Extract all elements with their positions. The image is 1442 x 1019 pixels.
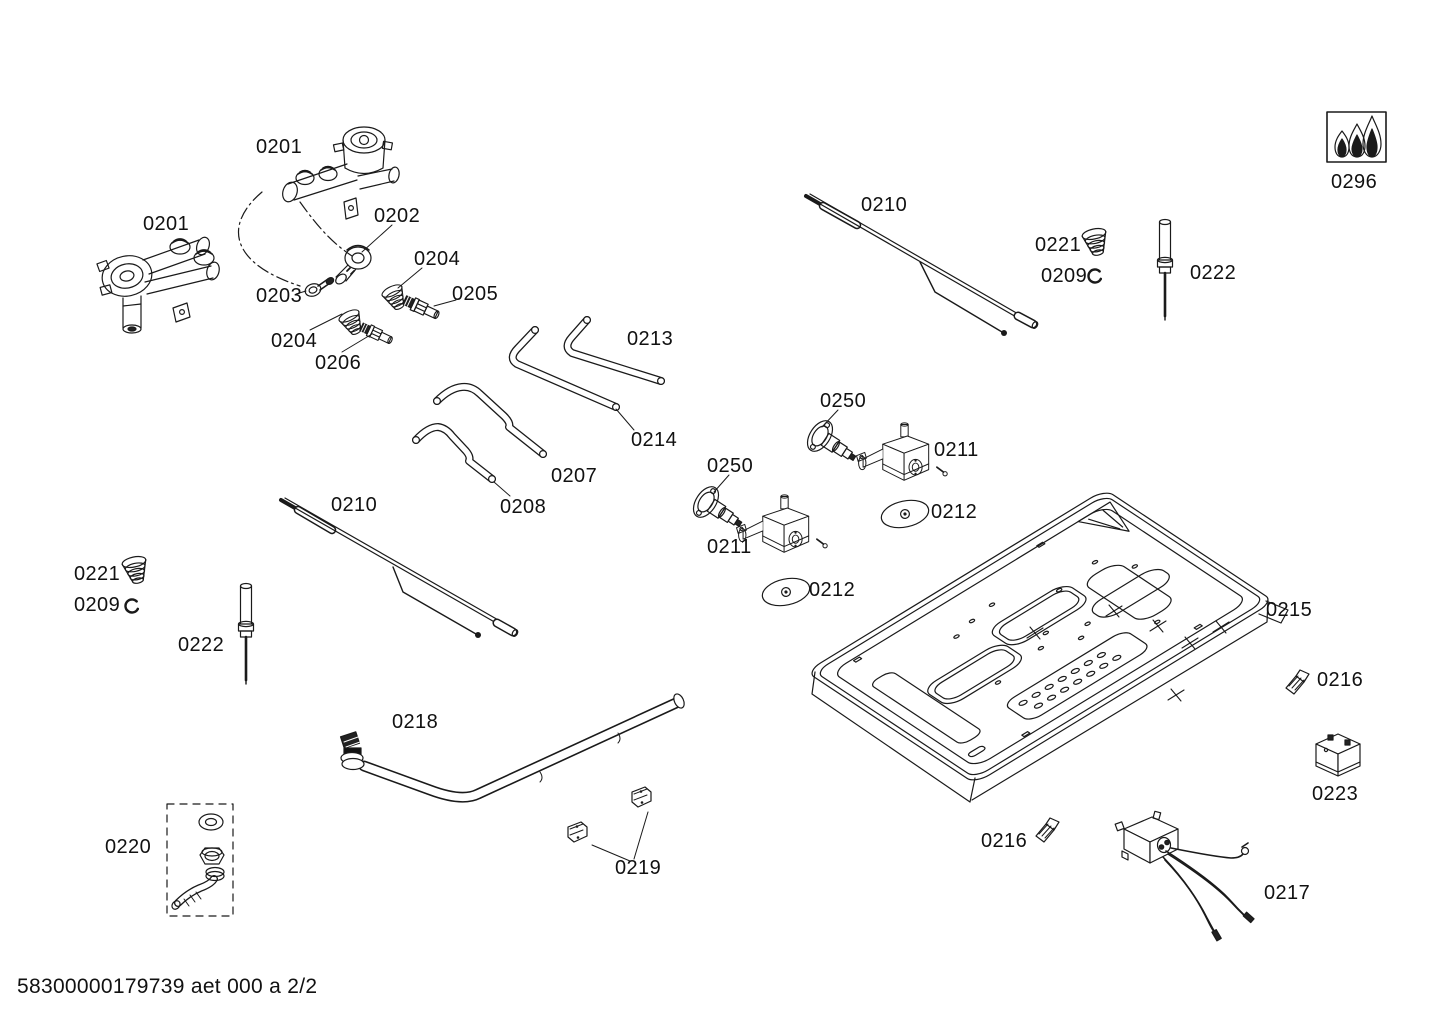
part-label-0210-right: 0210 (861, 194, 908, 216)
transformer-0223 (1315, 733, 1361, 777)
clip-0219-a (567, 821, 588, 843)
part-label-0209-right: 0209 (1041, 265, 1088, 287)
part-label-0202: 0202 (374, 205, 421, 227)
part-label-0218: 0218 (392, 711, 439, 733)
screw-0203 (304, 277, 335, 297)
base-tray-0215 (806, 489, 1288, 802)
part-label-0250-top: 0250 (820, 390, 867, 412)
part-label-0219: 0219 (615, 857, 662, 879)
part-label-0221-right: 0221 (1035, 234, 1082, 256)
part-label-0203: 0203 (256, 285, 303, 307)
circlip-0209-right (1087, 268, 1104, 284)
part-label-0222-left: 0222 (178, 634, 225, 656)
injector-0206 (358, 320, 395, 347)
igniter-0250-top (801, 415, 865, 474)
leader-lines (295, 224, 839, 862)
ignition-unit-0217 (1114, 810, 1255, 942)
part-label-0213: 0213 (627, 328, 674, 350)
pipe-0218 (339, 693, 685, 803)
part-label-0211-bottom: 0211 (707, 536, 752, 558)
injector-0205 (401, 293, 442, 323)
part-label-0210-left: 0210 (331, 494, 378, 516)
part-label-0208: 0208 (500, 496, 547, 518)
part-label-0250-bottom: 0250 (707, 455, 754, 477)
flame-icon (1326, 111, 1387, 163)
manifold-top (282, 126, 400, 220)
part-label-0201-top: 0201 (256, 136, 303, 158)
part-label-0204-a: 0204 (414, 248, 461, 270)
part-label-0296: 0296 (1331, 171, 1378, 193)
part-label-0216-bottom: 0216 (981, 830, 1028, 852)
part-label-0222-right: 0222 (1190, 262, 1237, 284)
pipe-0208 (412, 423, 497, 484)
kit-0220 (166, 803, 234, 917)
pipe-0213 (563, 316, 665, 386)
assembly-link-lines (237, 191, 353, 287)
thermocouple-right (804, 193, 1039, 336)
pipe-0207 (433, 382, 547, 459)
clip-0216-top (1285, 669, 1310, 695)
washer-0212-bottom (759, 573, 813, 611)
document-reference: 58300000179739 aet 000 a 2/2 (17, 975, 318, 998)
part-label-0212-bottom: 0212 (809, 579, 856, 601)
clip-0216-bottom (1035, 817, 1060, 843)
part-label-0214: 0214 (631, 429, 678, 451)
part-label-0206: 0206 (315, 352, 362, 374)
part-label-0212-top: 0212 (931, 501, 978, 523)
part-label-0215: 0215 (1266, 599, 1313, 621)
part-label-0216-top: 0216 (1317, 669, 1364, 691)
spring-0221-right (1080, 226, 1111, 259)
part-label-0221-left: 0221 (74, 563, 121, 585)
part-label-0201-left: 0201 (143, 213, 190, 235)
part-label-0223: 0223 (1312, 783, 1359, 805)
electrode-0222-left (237, 582, 255, 686)
washer-0212-top (878, 495, 932, 533)
electrode-0222-right (1156, 218, 1174, 322)
part-label-0204-b: 0204 (271, 330, 318, 352)
spring-0221-left (120, 554, 151, 587)
part-label-0205: 0205 (452, 283, 499, 305)
thermocouple-left (279, 497, 519, 638)
part-label-0211-top: 0211 (934, 439, 979, 461)
part-label-0207: 0207 (551, 465, 598, 487)
part-label-0217: 0217 (1264, 882, 1311, 904)
part-label-0220: 0220 (105, 836, 152, 858)
manifold-left (96, 236, 220, 334)
clip-0219-b (631, 786, 652, 808)
part-label-0209-left: 0209 (74, 594, 121, 616)
pipe-0214 (508, 326, 620, 412)
circlip-0209-left (124, 598, 141, 614)
elbow-0202 (335, 244, 372, 285)
spring-0204-b (336, 306, 368, 339)
